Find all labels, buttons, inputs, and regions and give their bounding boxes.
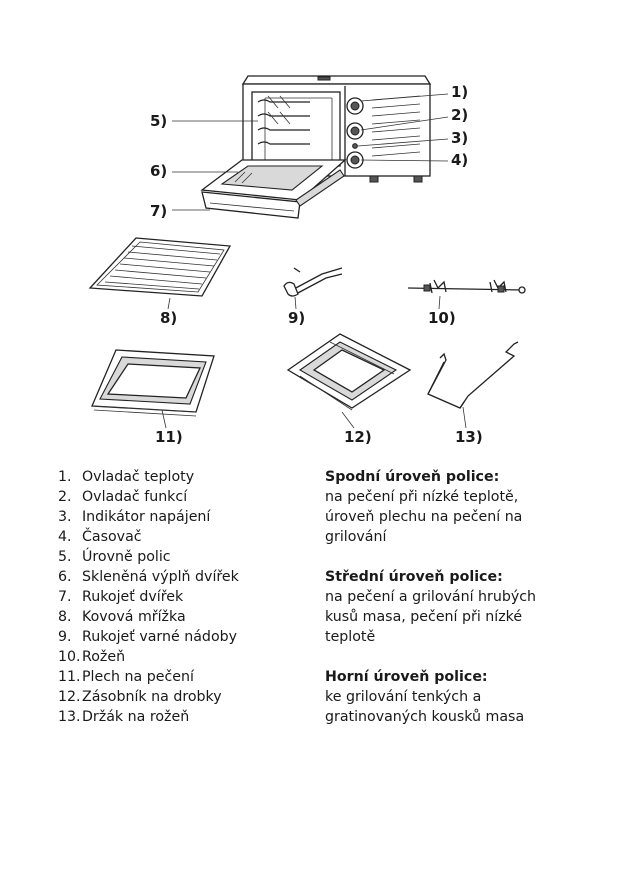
list-item-number: 6. xyxy=(58,569,72,585)
function-knob xyxy=(346,122,364,140)
list-item-number: 7. xyxy=(58,589,72,605)
list-item-number: 5. xyxy=(58,549,72,565)
list-item-label: Držák na rožeň xyxy=(82,709,190,725)
list-item-number: 12. xyxy=(58,689,81,705)
list-item: 11.Plech na pečení xyxy=(58,667,239,687)
callout-12: 12) xyxy=(344,428,372,446)
list-item-label: Skleněná výplň dvířek xyxy=(82,569,239,585)
tray-handle-illustration xyxy=(283,267,343,297)
list-item-number: 2. xyxy=(58,489,72,505)
callout-11: 11) xyxy=(155,428,183,446)
list-item-number: 8. xyxy=(58,609,72,625)
list-item-label: Časovač xyxy=(82,529,142,545)
list-item-label: Zásobník na drobky xyxy=(82,689,222,705)
note-text: na pečení při nízké teplotě, xyxy=(325,489,519,505)
list-item: 9. Rukojeť varné nádoby xyxy=(58,627,239,647)
list-item-label: Kovová mřížka xyxy=(82,609,186,625)
note-text: ke grilování tenkých a xyxy=(325,689,482,705)
note-text: grilování xyxy=(325,529,387,545)
door-glass xyxy=(220,165,324,191)
note-middle-level: Střední úroveň police: na pečení a grilo… xyxy=(325,567,585,647)
list-item-number: 11. xyxy=(58,669,81,685)
list-item-number: 1. xyxy=(58,469,72,485)
list-item-label: Plech na pečení xyxy=(82,669,194,685)
list-item: 12.Zásobník na drobky xyxy=(58,687,239,707)
spit-holder-illustration xyxy=(427,341,519,409)
list-item: 2. Ovladač funkcí xyxy=(58,487,239,507)
list-item-number: 9. xyxy=(58,629,72,645)
note-title: Spodní úroveň police: xyxy=(325,469,500,485)
list-item: 7. Rukojeť dvířek xyxy=(58,587,239,607)
parts-list: 1. Ovladač teploty 2. Ovladač funkcí 3. Ind… xyxy=(58,467,239,727)
callout-9: 9) xyxy=(288,309,306,327)
note-text: gratinovaných kousků masa xyxy=(325,709,525,725)
list-item: 8. Kovová mřížka xyxy=(58,607,239,627)
list-item: 13.Držák na rožeň xyxy=(58,707,239,727)
parts-diagram: 1) 2) 3) 4) 5) 6) 7) 8) 9) 10) 11) 12) 1… xyxy=(88,75,526,446)
temperature-knob xyxy=(346,97,364,115)
callout-1: 1) xyxy=(451,83,469,101)
callout-3: 3) xyxy=(451,129,469,147)
door-handle xyxy=(201,191,301,219)
list-item-number: 10. xyxy=(58,649,81,665)
list-item: 4. Časovač xyxy=(58,527,239,547)
list-item-number: 3. xyxy=(58,509,72,525)
note-title: Horní úroveň police: xyxy=(325,669,488,685)
list-item: 3. Indikátor napájení xyxy=(58,507,239,527)
note-title: Střední úroveň police: xyxy=(325,569,503,585)
list-item: 10.Rožeň xyxy=(58,647,239,667)
power-indicator xyxy=(352,143,358,149)
list-item: 6. Skleněná výplň dvířek xyxy=(58,567,239,587)
wire-rack-illustration xyxy=(88,237,232,297)
oven-illustration xyxy=(200,75,432,219)
note-text: úroveň plechu na pečení na xyxy=(325,509,523,525)
list-item: 5. Úrovně polic xyxy=(58,547,239,567)
list-item-label: Rukojeť varné nádoby xyxy=(82,629,238,645)
callout-6: 6) xyxy=(150,162,168,180)
baking-tray-illustration xyxy=(91,349,215,417)
callout-7: 7) xyxy=(150,202,168,220)
note-top-level: Horní úroveň police: ke grilování tenkýc… xyxy=(325,667,585,727)
callout-2: 2) xyxy=(451,106,469,124)
shelf-level-notes: Spodní úroveň police: na pečení při nízk… xyxy=(325,467,585,747)
timer-knob xyxy=(346,151,364,169)
note-text: teplotě xyxy=(325,629,376,645)
list-item-number: 4. xyxy=(58,529,72,545)
list-item-label: Ovladač teploty xyxy=(82,469,195,485)
callout-8: 8) xyxy=(160,309,178,327)
list-item-label: Rukojeť dvířek xyxy=(82,589,184,605)
callout-4: 4) xyxy=(451,151,469,169)
note-text: kusů masa, pečení při nízké xyxy=(325,609,523,625)
callout-10: 10) xyxy=(428,309,456,327)
note-bottom-level: Spodní úroveň police: na pečení při nízk… xyxy=(325,467,585,547)
list-item-label: Úrovně polic xyxy=(82,549,171,565)
note-text: na pečení a grilování hrubých xyxy=(325,589,537,605)
callout-5: 5) xyxy=(150,112,168,130)
crumb-tray-illustration xyxy=(286,333,412,411)
list-item-label: Indikátor napájení xyxy=(82,509,211,525)
rotisserie-spit-illustration xyxy=(407,279,526,294)
list-item-number: 13. xyxy=(58,709,81,725)
list-item-label: Ovladač funkcí xyxy=(82,489,188,505)
shelf-levels xyxy=(257,95,310,145)
callout-13: 13) xyxy=(455,428,483,446)
list-item: 1. Ovladač teploty xyxy=(58,467,239,487)
list-item-label: Rožeň xyxy=(82,649,126,665)
